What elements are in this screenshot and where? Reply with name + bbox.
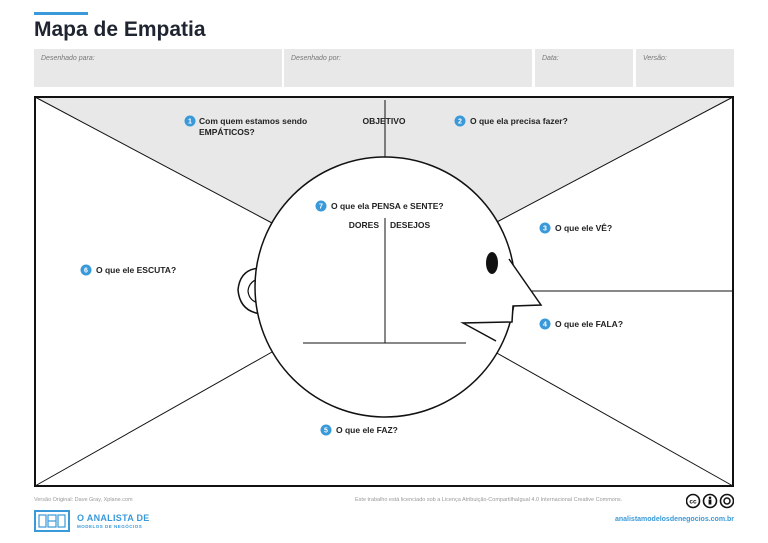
q2-label: O que ela precisa fazer? bbox=[470, 116, 568, 126]
date-label: Data: bbox=[542, 55, 559, 62]
designed-by-label: Desenhado por: bbox=[291, 55, 341, 62]
q1-number: 1 bbox=[188, 119, 192, 126]
svg-text:cc: cc bbox=[689, 499, 697, 506]
q3-number: 3 bbox=[543, 226, 547, 233]
q5-badge bbox=[320, 424, 332, 436]
logo-text-secondary: MODELOS DE NEGÓCIOS bbox=[77, 524, 143, 529]
eye bbox=[486, 252, 498, 274]
version-field[interactable]: Versão: bbox=[636, 49, 734, 87]
title-accent-bar bbox=[34, 12, 88, 15]
q1-label-line2: EMPÁTICOS? bbox=[199, 127, 255, 137]
objective-label: OBJETIVO bbox=[363, 116, 406, 126]
license-text: Este trabalho está licenciado sob a Lice… bbox=[355, 497, 623, 503]
desires-label: DESEJOS bbox=[390, 220, 430, 230]
diagonal-bottom-right bbox=[494, 351, 734, 487]
version-label: Versão: bbox=[643, 55, 667, 62]
original-version-credit: Versão Original: Dave Gray, Xplane.com bbox=[34, 497, 133, 503]
q2-number: 2 bbox=[458, 119, 462, 126]
q4-number: 4 bbox=[543, 322, 547, 329]
q7-number: 7 bbox=[319, 204, 323, 211]
diagonal-top-right bbox=[494, 96, 734, 224]
nose-mouth-profile bbox=[460, 258, 543, 342]
creative-commons-icons: cc bbox=[686, 493, 734, 509]
q5-number: 5 bbox=[324, 428, 328, 435]
q4-label: O que ele FALA? bbox=[555, 319, 623, 329]
q1-badge bbox=[184, 115, 196, 127]
q6-label: O que ele ESCUTA? bbox=[96, 265, 176, 275]
q3-label: O que ele VÊ? bbox=[555, 222, 612, 233]
q5-label: O que ele FAZ? bbox=[336, 425, 398, 435]
website-link[interactable]: analistamodelosdenegocios.com.br bbox=[614, 516, 734, 523]
q7-badge bbox=[315, 200, 327, 212]
diagonal-top-left bbox=[34, 96, 273, 224]
q2-badge bbox=[454, 115, 466, 127]
cc-icon: cc bbox=[686, 493, 701, 509]
logo-icon bbox=[34, 510, 70, 532]
q6-number: 6 bbox=[84, 268, 88, 275]
q6-badge bbox=[80, 264, 92, 276]
q7-label: O que ela PENSA e SENTE? bbox=[331, 201, 444, 211]
q3-badge bbox=[539, 222, 551, 234]
page-title: Mapa de Empatia bbox=[34, 18, 206, 41]
q4-badge bbox=[539, 318, 551, 330]
diagonal-bottom-left bbox=[34, 351, 273, 487]
by-icon bbox=[702, 493, 718, 509]
q1-label-line1: Com quem estamos sendo bbox=[199, 116, 307, 126]
designed-for-label: Desenhado para: bbox=[41, 55, 95, 62]
logo-text-primary: O ANALISTA DE bbox=[77, 513, 150, 523]
designed-by-field[interactable]: Desenhado por: bbox=[284, 49, 532, 87]
pains-label: DORES bbox=[349, 220, 380, 230]
sa-icon bbox=[719, 493, 734, 509]
designed-for-field[interactable]: Desenhado para: bbox=[34, 49, 282, 87]
date-field[interactable]: Data: bbox=[535, 49, 633, 87]
